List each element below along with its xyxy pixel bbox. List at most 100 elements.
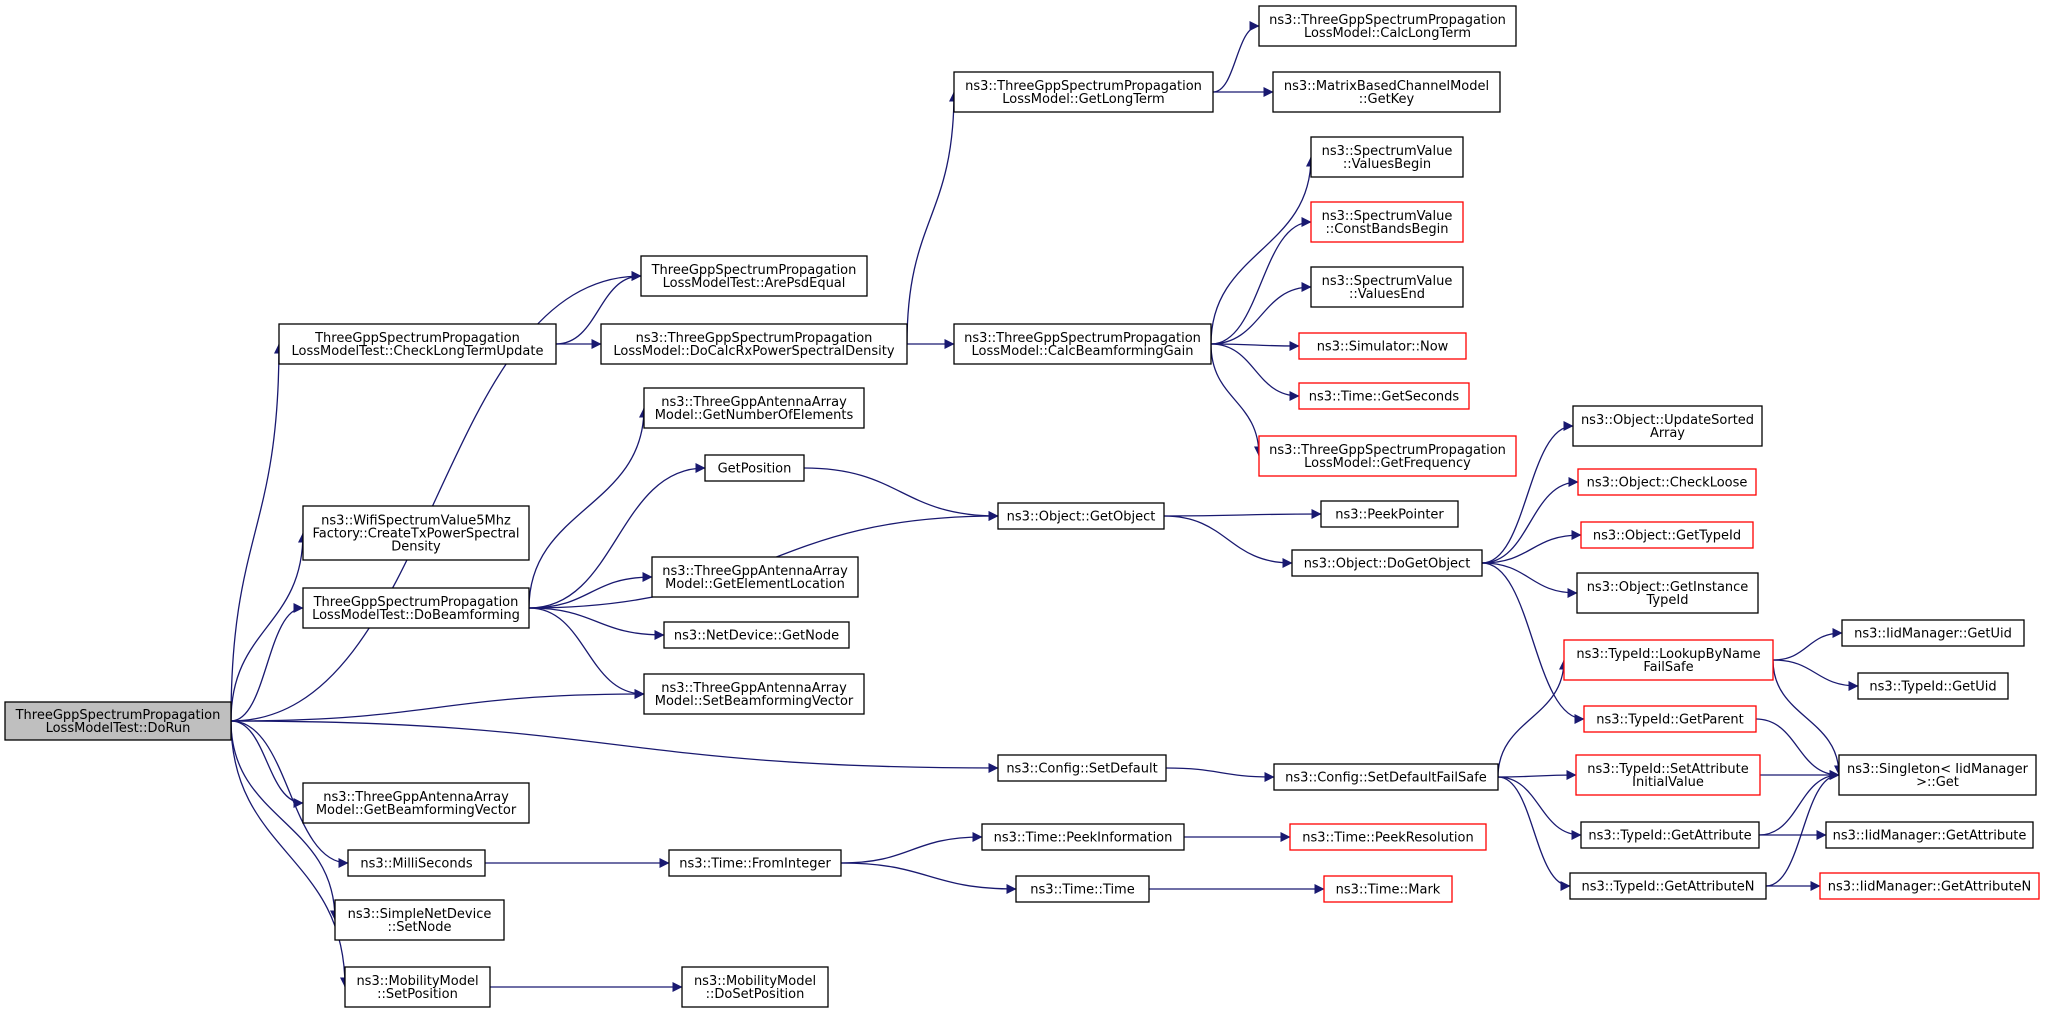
node-valuesbegin[interactable]: ns3::SpectrumValue::ValuesBegin	[1310, 136, 1464, 178]
edge-arrow	[230, 720, 304, 808]
node-dobeamforming[interactable]: ThreeGppSpectrumPropagationLossModelTest…	[302, 587, 530, 629]
node-label-line: ns3::ThreeGppSpectrumPropagation	[964, 331, 1201, 346]
edge-dogetobject-to-updatesorted	[1481, 421, 1574, 564]
edge-dorun-to-setbfvector	[230, 689, 645, 722]
node-label-line: ns3::ThreeGppAntennaArray	[662, 564, 848, 579]
node-label-line: ns3::Time::Mark	[1336, 883, 1441, 898]
node-peekresolution[interactable]: ns3::Time::PeekResolution	[1289, 823, 1487, 851]
edge-arrow	[1497, 770, 1577, 781]
node-constbandsbegin[interactable]: ns3::SpectrumValue::ConstBandsBegin	[1310, 201, 1464, 243]
edge-arrow	[840, 832, 983, 864]
node-typeidgetattrn[interactable]: ns3::TypeId::GetAttributeN	[1569, 872, 1767, 900]
node-box	[1857, 672, 2009, 700]
edge-arrow	[1165, 767, 1275, 782]
node-box	[1310, 136, 1464, 178]
edge-arrow	[555, 271, 642, 345]
node-docalcrx[interactable]: ns3::ThreeGppSpectrumPropagationLossMode…	[600, 323, 908, 365]
node-singletonget[interactable]: ns3::Singleton< IidManager>::Get	[1838, 754, 2037, 796]
node-label-line: TypeId	[1646, 593, 1689, 608]
edge-arrow	[230, 689, 645, 722]
node-dosetposition[interactable]: ns3::MobilityModel::DoSetPosition	[681, 966, 829, 1008]
node-getseconds[interactable]: ns3::Time::GetSeconds	[1298, 382, 1470, 410]
node-gettypeid[interactable]: ns3::Object::GetTypeId	[1580, 521, 1754, 549]
node-label-line: ns3::Object::GetObject	[1007, 510, 1156, 525]
edge-arrow	[803, 467, 999, 521]
node-box	[1580, 521, 1754, 549]
node-calclongterm[interactable]: ns3::ThreeGppSpectrumPropagationLossMode…	[1258, 5, 1517, 47]
node-typeidgetattr[interactable]: ns3::TypeId::GetAttribute	[1580, 821, 1760, 849]
node-box	[1575, 754, 1761, 796]
edge-dogetobject-to-getparent	[1481, 562, 1585, 724]
node-iidgetattr[interactable]: ns3::IidManager::GetAttribute	[1825, 821, 2034, 849]
node-getnode[interactable]: ns3::NetDevice::GetNode	[663, 621, 850, 649]
node-iidgetuid[interactable]: ns3::IidManager::GetUid	[1841, 619, 2025, 647]
node-simnow[interactable]: ns3::Simulator::Now	[1298, 332, 1467, 360]
node-label-line: ns3::Time::PeekResolution	[1302, 831, 1473, 846]
node-getbfvector[interactable]: ns3::ThreeGppAntennaArrayModel::GetBeamf…	[302, 782, 530, 824]
edge-frominteger-to-timetime	[840, 862, 1017, 894]
nodes-layer: ThreeGppSpectrumPropagationLossModelTest…	[4, 5, 2040, 1008]
edge-arrow	[1481, 562, 1585, 724]
node-box	[302, 782, 530, 824]
node-timetime[interactable]: ns3::Time::Time	[1015, 875, 1150, 903]
node-getlongterm[interactable]: ns3::ThreeGppSpectrumPropagationLossMode…	[953, 71, 1214, 113]
node-frominteger[interactable]: ns3::Time::FromInteger	[668, 849, 842, 877]
edge-arrow	[906, 91, 959, 345]
node-getnumelems[interactable]: ns3::ThreeGppAntennaArrayModel::GetNumbe…	[643, 387, 865, 429]
node-box	[1298, 382, 1470, 410]
node-arepsdequal[interactable]: ThreeGppSpectrumPropagationLossModelTest…	[640, 255, 868, 297]
node-createtxpsd[interactable]: ns3::WifiSpectrumValue5MhzFactory::Creat…	[302, 505, 530, 561]
node-box	[1015, 875, 1150, 903]
node-box	[1272, 71, 1501, 113]
node-label-line: ThreeGppSpectrumPropagation	[314, 331, 520, 346]
edge-arrow	[1163, 515, 1293, 568]
node-box	[4, 701, 232, 741]
node-setbfvector[interactable]: ns3::ThreeGppAntennaArrayModel::SetBeamf…	[643, 673, 865, 715]
node-valuesend[interactable]: ns3::SpectrumValue::ValuesEnd	[1310, 266, 1464, 308]
node-timemark[interactable]: ns3::Time::Mark	[1323, 875, 1453, 903]
node-setposition[interactable]: ns3::MobilityModel::SetPosition	[344, 966, 491, 1008]
edge-arrow	[840, 862, 1017, 894]
node-setnode[interactable]: ns3::SimpleNetDevice::SetNode	[334, 899, 505, 941]
node-dogetobject[interactable]: ns3::Object::DoGetObject	[1291, 549, 1483, 577]
node-peekinfo[interactable]: ns3::Time::PeekInformation	[981, 823, 1185, 851]
node-box	[1838, 754, 2037, 796]
node-typeidgetuid[interactable]: ns3::TypeId::GetUid	[1857, 672, 2009, 700]
node-label-line: ns3::Config::SetDefaultFailSafe	[1285, 771, 1487, 786]
node-label-line: ::ConstBandsBegin	[1325, 222, 1448, 237]
node-box	[1258, 5, 1517, 47]
node-box	[334, 899, 505, 941]
node-configsetdefault[interactable]: ns3::Config::SetDefault	[997, 754, 1167, 782]
edge-getlongterm-to-calclongterm	[1212, 21, 1260, 93]
node-box	[344, 966, 491, 1008]
edge-calcbeamforminggain-to-getseconds	[1210, 343, 1300, 401]
node-getparent[interactable]: ns3::TypeId::GetParent	[1583, 705, 1757, 733]
node-box	[1572, 405, 1763, 447]
node-box	[704, 454, 805, 482]
node-box	[681, 966, 829, 1008]
node-checklongtermupdate[interactable]: ThreeGppSpectrumPropagationLossModelTest…	[278, 323, 557, 365]
node-dorun[interactable]: ThreeGppSpectrumPropagationLossModelTest…	[4, 701, 232, 741]
node-checkloose[interactable]: ns3::Object::CheckLoose	[1577, 468, 1757, 496]
node-getposition[interactable]: GetPosition	[704, 454, 805, 482]
node-getfrequency[interactable]: ns3::ThreeGppSpectrumPropagationLossMode…	[1258, 435, 1517, 477]
node-peekpointer[interactable]: ns3::PeekPointer	[1320, 500, 1459, 528]
edge-arrow	[1497, 776, 1571, 891]
node-setdefaultfailsafe[interactable]: ns3::Config::SetDefaultFailSafe	[1273, 763, 1499, 791]
node-getelemloc[interactable]: ns3::ThreeGppAntennaArrayModel::GetEleme…	[651, 556, 859, 598]
node-calcbeamforminggain[interactable]: ns3::ThreeGppSpectrumPropagationLossMode…	[953, 323, 1212, 365]
node-iidgetattrn[interactable]: ns3::IidManager::GetAttributeN	[1819, 872, 2040, 900]
edge-frominteger-to-peekinfo	[840, 832, 983, 864]
edge-dorun-to-setnode	[230, 720, 340, 921]
node-label-line: LossModel::CalcLongTerm	[1304, 26, 1471, 41]
node-getkey[interactable]: ns3::MatrixBasedChannelModel::GetKey	[1272, 71, 1501, 113]
node-getobject[interactable]: ns3::Object::GetObject	[997, 502, 1165, 530]
node-label-line: ns3::ThreeGppSpectrumPropagation	[636, 331, 873, 346]
node-milliseconds[interactable]: ns3::MilliSeconds	[347, 849, 486, 877]
edge-setdefaultfailsafe-to-typeidgetattrn	[1497, 776, 1571, 891]
